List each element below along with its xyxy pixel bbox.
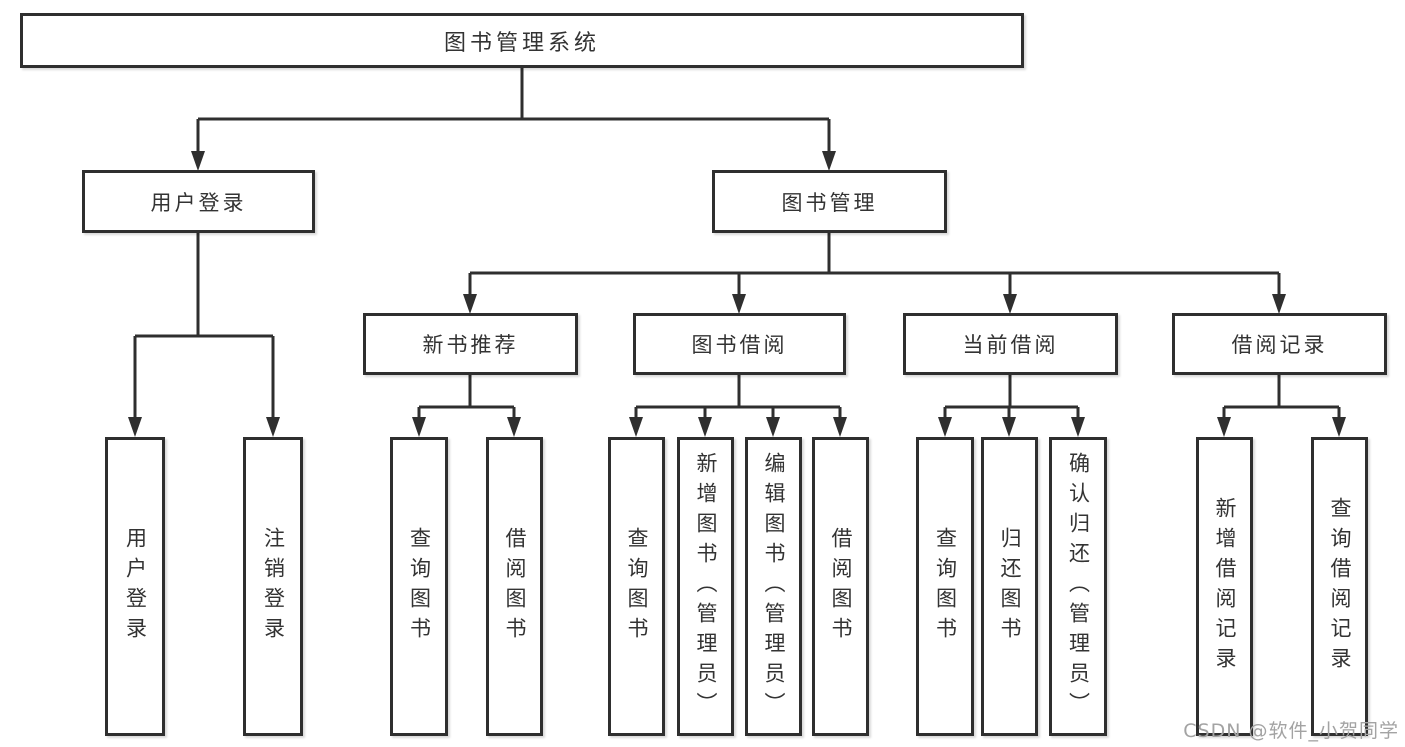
arrowhead: [1003, 294, 1017, 314]
arrowhead: [128, 417, 142, 437]
leaf-records-add: 新增借阅记录: [1196, 437, 1253, 736]
arrowhead: [412, 417, 426, 437]
node-book-mgmt-label: 图书管理: [781, 190, 878, 215]
leaf-borrowing-borrow: 借阅图书: [812, 437, 869, 736]
node-user-login-label: 用户登录: [150, 190, 247, 215]
node-root: 图书管理系统: [20, 13, 1024, 68]
leaf-logout: 注销登录: [243, 437, 303, 736]
arrowhead: [463, 294, 477, 314]
leaf-label: 查询图书: [625, 526, 649, 647]
connector-root: [191, 68, 836, 171]
leaf-label: 编辑图书（管理员）: [762, 451, 786, 722]
leaf-label: 用户登录: [123, 526, 148, 647]
node-user-login: 用户登录: [82, 170, 315, 233]
leaf-label: 新增借阅记录: [1213, 496, 1237, 677]
leaf-current-confirm: 确认归还（管理员）: [1049, 437, 1107, 736]
connector-records: [1217, 375, 1346, 437]
leaf-label: 确认归还（管理员）: [1066, 451, 1091, 722]
arrowhead: [1217, 417, 1231, 437]
node-records: 借阅记录: [1172, 313, 1387, 375]
arrowhead: [766, 417, 780, 437]
node-current: 当前借阅: [903, 313, 1118, 375]
leaf-records-query: 查询借阅记录: [1311, 437, 1368, 736]
connector-book-mgmt: [463, 233, 1286, 314]
leaf-current-return: 归还图书: [981, 437, 1038, 736]
leaf-borrowing-query: 查询图书: [608, 437, 665, 736]
arrowhead: [732, 294, 746, 314]
node-borrowing-label: 图书借阅: [691, 333, 788, 357]
arrowhead: [833, 417, 847, 437]
arrowhead: [191, 151, 205, 171]
leaf-label: 借阅图书: [503, 526, 527, 647]
leaf-borrowing-add: 新增图书（管理员）: [677, 437, 734, 736]
connector-user-login: [128, 233, 280, 437]
leaf-label: 注销登录: [261, 526, 286, 647]
node-new-books: 新书推荐: [363, 313, 578, 375]
arrowhead: [698, 417, 712, 437]
arrowhead: [266, 417, 280, 437]
arrowhead: [1002, 417, 1016, 437]
node-borrowing: 图书借阅: [633, 313, 846, 375]
leaf-current-query: 查询图书: [916, 437, 974, 736]
leaf-label: 归还图书: [998, 526, 1022, 647]
arrowhead: [1332, 417, 1346, 437]
leaf-newbooks-borrow: 借阅图书: [486, 437, 543, 736]
arrowhead: [507, 417, 521, 437]
leaf-label: 查询图书: [407, 526, 432, 647]
node-new-books-label: 新书推荐: [422, 333, 519, 357]
connector-borrowing: [629, 375, 847, 437]
node-records-label: 借阅记录: [1231, 333, 1328, 357]
leaf-user-login: 用户登录: [105, 437, 165, 736]
node-book-mgmt: 图书管理: [712, 170, 947, 233]
arrowhead: [938, 417, 952, 437]
connector-current: [938, 375, 1085, 437]
node-root-label: 图书管理系统: [443, 30, 600, 56]
arrowhead: [629, 417, 643, 437]
node-current-label: 当前借阅: [962, 333, 1059, 357]
leaf-label: 查询图书: [933, 526, 958, 647]
arrowhead: [1272, 294, 1286, 314]
leaf-label: 新增图书（管理员）: [694, 451, 718, 722]
leaf-label: 借阅图书: [829, 526, 853, 647]
leaf-label: 查询借阅记录: [1328, 496, 1352, 677]
connector-new-books: [412, 375, 521, 437]
arrowhead: [1071, 417, 1085, 437]
watermark: CSDN @软件_小贺同学: [1183, 720, 1399, 742]
leaf-borrowing-edit: 编辑图书（管理员）: [745, 437, 802, 736]
leaf-newbooks-query: 查询图书: [390, 437, 448, 736]
arrowhead: [822, 151, 836, 171]
